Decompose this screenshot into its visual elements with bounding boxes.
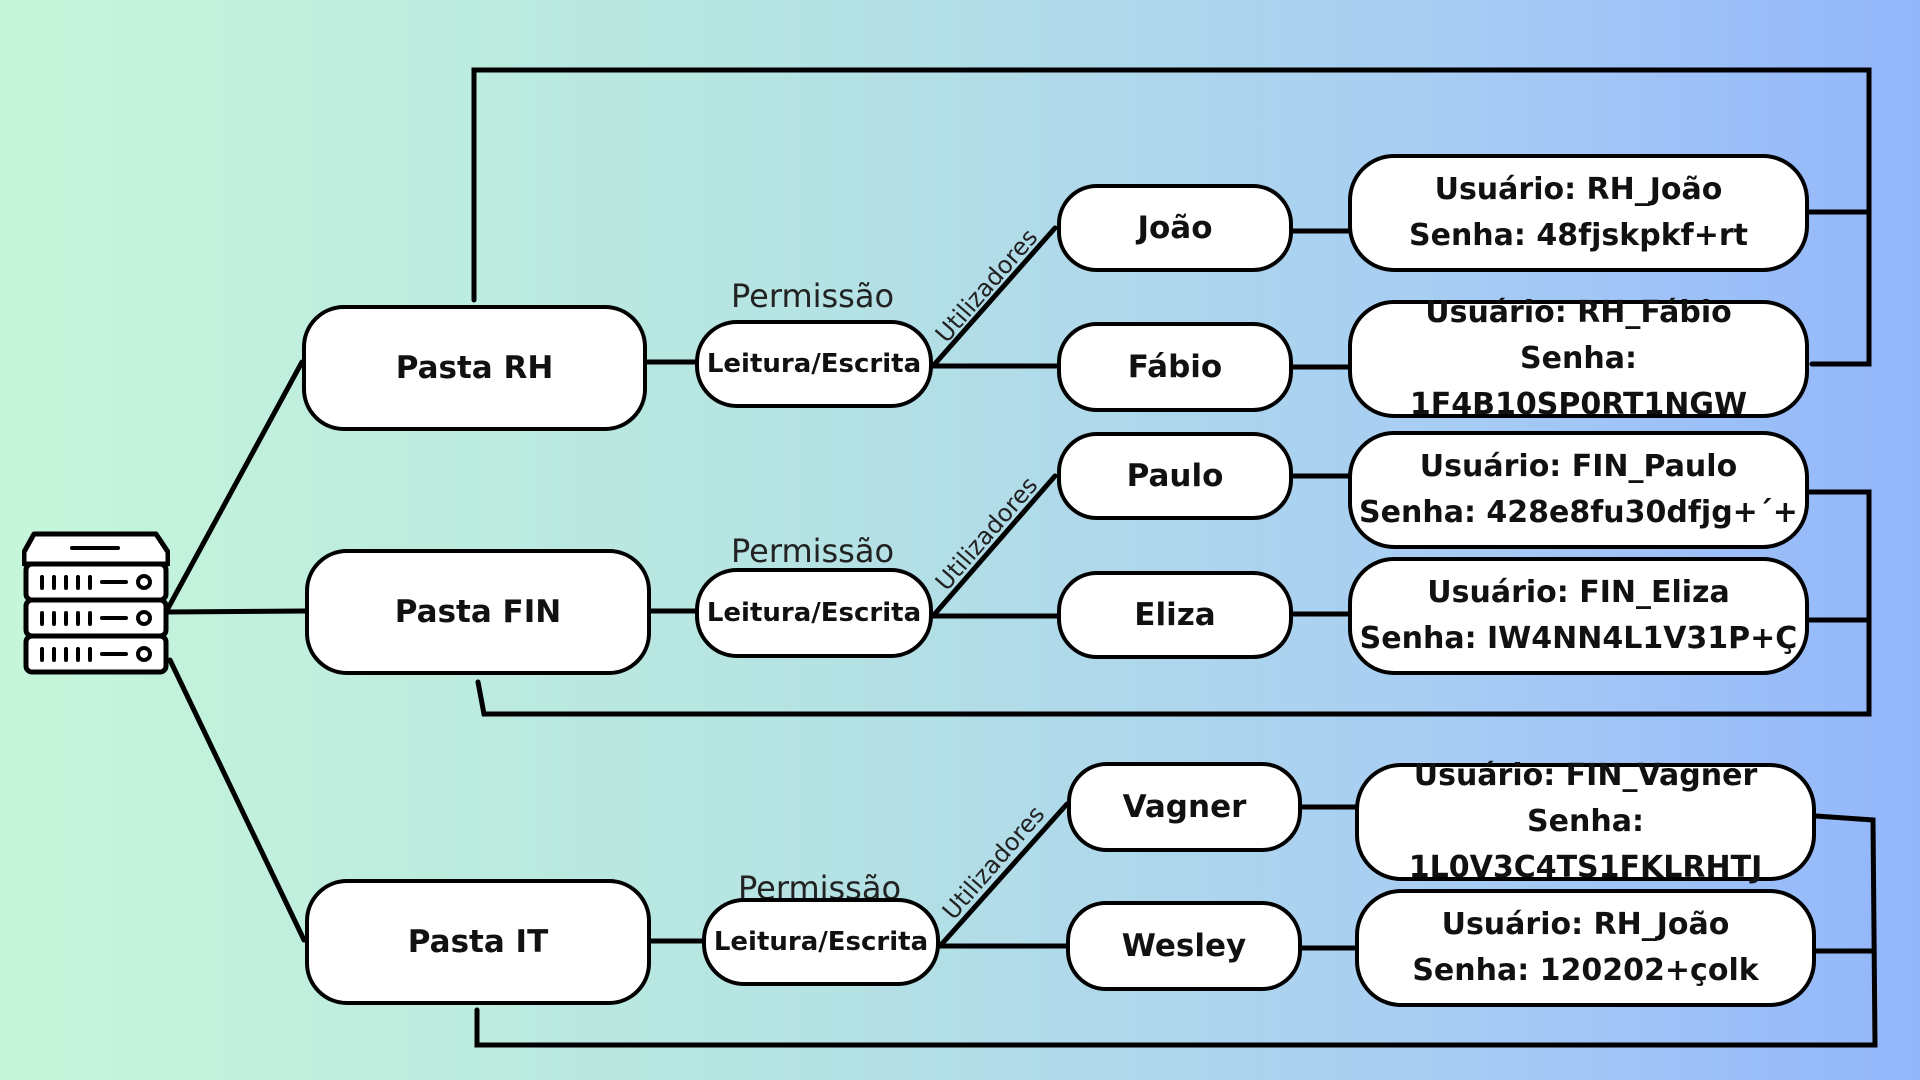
credential-vagner-user: Usuário: FIN_Vagner bbox=[1413, 758, 1758, 793]
permission-title-fin: Permissão bbox=[731, 532, 895, 570]
credential-eliza-user: Usuário: FIN_Eliza bbox=[1427, 575, 1730, 610]
permission-fin-label: Leitura/Escrita bbox=[706, 598, 922, 628]
credential-vagner-password: Senha: 1L0V3C4TS1FKLRHTJ bbox=[1408, 804, 1763, 885]
link-fin-paulo bbox=[930, 473, 1058, 619]
user-joao-label: João bbox=[1137, 210, 1213, 246]
permission-it-label: Leitura/Escrita bbox=[713, 927, 929, 957]
folder-it: Pasta IT bbox=[305, 879, 651, 1005]
permission-rh: Leitura/Escrita bbox=[695, 320, 933, 408]
user-vagner-label: Vagner bbox=[1122, 789, 1247, 825]
credential-fabio-password: Senha: 1F4B10SP0RT1NGW bbox=[1409, 341, 1748, 422]
permission-fin: Leitura/Escrita bbox=[695, 568, 933, 658]
link-server-rh bbox=[163, 359, 305, 615]
loop-it bbox=[474, 813, 1878, 1048]
link-server-fin bbox=[163, 608, 308, 615]
link-server-it bbox=[167, 657, 307, 943]
credential-wesley-user: Usuário: RH_João bbox=[1441, 907, 1730, 942]
user-fabio: Fábio bbox=[1057, 322, 1293, 412]
credential-fabio-user: Usuário: RH_Fábio bbox=[1425, 295, 1732, 330]
loop-fin bbox=[475, 489, 1872, 717]
credential-eliza: Usuário: FIN_Eliza Senha: IW4NN4L1V31P+Ç bbox=[1348, 557, 1809, 675]
credential-paulo-user: Usuário: FIN_Paulo bbox=[1419, 449, 1738, 484]
credential-joao: Usuário: RH_João Senha: 48fjskpkf+rt bbox=[1348, 154, 1809, 272]
folder-fin-label: Pasta FIN bbox=[394, 594, 562, 630]
server-icon bbox=[22, 531, 170, 675]
user-eliza-label: Eliza bbox=[1134, 597, 1216, 633]
credential-wesley-password: Senha: 120202+çolk bbox=[1412, 953, 1759, 988]
credential-paulo-password: Senha: 428e8fu30dfjg+´+ bbox=[1359, 495, 1798, 530]
folder-it-label: Pasta IT bbox=[407, 924, 549, 960]
folder-rh-label: Pasta RH bbox=[395, 350, 554, 386]
permission-rh-label: Leitura/Escrita bbox=[706, 349, 922, 379]
user-wesley-label: Wesley bbox=[1121, 928, 1247, 964]
credential-wesley: Usuário: RH_João Senha: 120202+çolk bbox=[1355, 889, 1816, 1007]
credential-vagner: Usuário: FIN_Vagner Senha: 1L0V3C4TS1FKL… bbox=[1355, 758, 1816, 885]
credential-fabio: Usuário: RH_Fábio Senha: 1F4B10SP0RT1NGW bbox=[1348, 295, 1809, 422]
credential-joao-password: Senha: 48fjskpkf+rt bbox=[1409, 218, 1748, 253]
user-paulo-label: Paulo bbox=[1126, 458, 1224, 494]
user-fabio-label: Fábio bbox=[1127, 349, 1223, 385]
permission-title-rh: Permissão bbox=[731, 277, 895, 315]
credential-paulo: Usuário: FIN_Paulo Senha: 428e8fu30dfjg+… bbox=[1348, 431, 1809, 549]
credential-eliza-password: Senha: IW4NN4L1V31P+Ç bbox=[1359, 621, 1798, 656]
link-it-vagner bbox=[937, 801, 1070, 949]
folder-rh: Pasta RH bbox=[302, 305, 647, 431]
folder-fin: Pasta FIN bbox=[305, 549, 651, 675]
credential-joao-user: Usuário: RH_João bbox=[1434, 172, 1723, 207]
user-eliza: Eliza bbox=[1057, 571, 1293, 659]
link-rh-joao bbox=[930, 225, 1058, 369]
permission-it: Leitura/Escrita bbox=[702, 898, 940, 986]
loop-rh bbox=[471, 67, 1872, 367]
user-wesley: Wesley bbox=[1066, 901, 1302, 991]
user-vagner: Vagner bbox=[1067, 762, 1302, 852]
user-joao: João bbox=[1057, 184, 1293, 272]
user-paulo: Paulo bbox=[1057, 432, 1293, 520]
